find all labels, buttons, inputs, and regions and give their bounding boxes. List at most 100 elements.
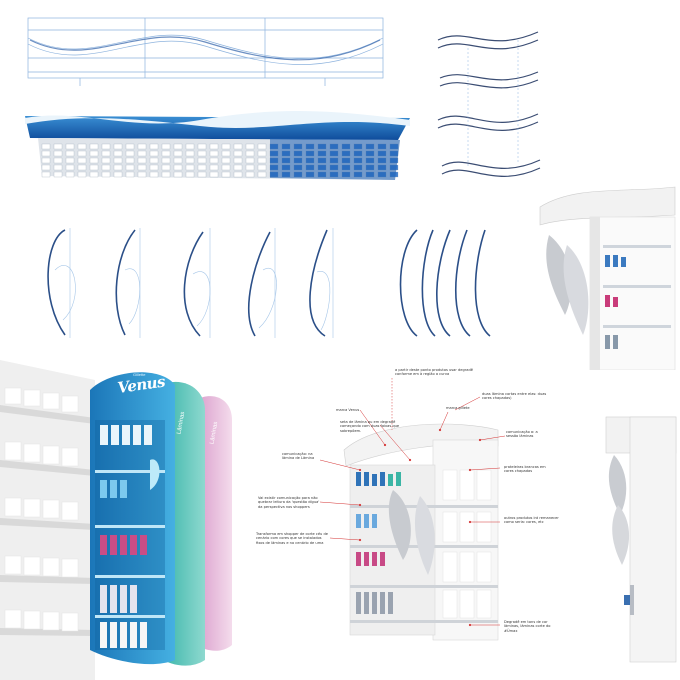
ceiling-grid-cell: [65, 150, 75, 157]
ceiling-grid-cell: [257, 150, 267, 157]
ceiling-grid-cell: [257, 164, 267, 171]
ceiling-grid-cell: [173, 143, 183, 150]
ceiling-grid-cell: [185, 143, 195, 150]
sketch-wave-stack: [428, 18, 548, 193]
ceiling-grid-cell: [209, 171, 219, 178]
ceiling-grid-cell: [245, 150, 255, 157]
ceiling-grid-cell: [113, 143, 123, 150]
ceiling-grid-cell: [149, 143, 159, 150]
ceiling-grid-cell: [53, 143, 63, 150]
ceiling-grid-cell: [137, 164, 147, 171]
ceiling-grid-cell: [125, 157, 135, 164]
annotation-blade-communication: comunicação: na lâmina de Lâmina: [282, 452, 315, 461]
ceiling-grid-cell: [77, 150, 87, 157]
ceiling-grid-cell: [101, 164, 111, 171]
ceiling-grid-cell: [245, 157, 255, 164]
ceiling-grid-cell: [257, 157, 267, 164]
ceiling-grid-cell: [41, 143, 51, 150]
ceiling-grid-cell: [41, 157, 51, 164]
ceiling-grid-cell: [209, 150, 219, 157]
sketch-top-elevation: [20, 10, 390, 105]
ceiling-grid-cell: [209, 157, 219, 164]
ceiling-grid-cell: [41, 171, 51, 178]
ceiling-grid-cell: [221, 157, 231, 164]
ceiling-grid-cell: [137, 171, 147, 178]
ceiling-grid-cell: [233, 150, 243, 157]
ceiling-grid-cell: [245, 143, 255, 150]
ceiling-grid-cell: [233, 164, 243, 171]
ceiling-grid-cell: [173, 164, 183, 171]
annotation-section-communication: comunicação a: a sessão lâminas: [506, 430, 538, 439]
ceiling-grid-cell: [209, 143, 219, 150]
ceiling-grid-cell: [233, 171, 243, 178]
ceiling-grid-cell: [77, 171, 87, 178]
ceiling-grid-cell: [89, 157, 99, 164]
ceiling-grid-cell: [41, 150, 51, 157]
ceiling-grid-cell: [53, 150, 63, 157]
ceiling-grid-cell: [185, 150, 195, 157]
ceiling-grid-cell: [89, 150, 99, 157]
ceiling-grid-cell: [161, 143, 171, 150]
annotation-gillette-brand: marca gillete: [446, 406, 470, 410]
ceiling-grid-cell: [185, 157, 195, 164]
ceiling-grid-cell: [137, 143, 147, 150]
ceiling-grid-cell: [53, 164, 63, 171]
ceiling-grid-cell: [53, 157, 63, 164]
ceiling-grid-cell: [89, 171, 99, 178]
ceiling-grid-cell: [185, 171, 195, 178]
ceiling-grid-cell: [197, 164, 207, 171]
ceiling-grid-cell: [209, 164, 219, 171]
ceiling-grid-cell: [77, 157, 87, 164]
annotation-gradient-start: a partir deste ponto produtos usar degra…: [395, 368, 473, 377]
ceiling-grid-cell: [197, 150, 207, 157]
ceiling-grid-cell: [149, 171, 159, 178]
ceiling-grid-cell: [245, 164, 255, 171]
annotation-other-products: outros produtos irá remanecer como seria…: [504, 516, 559, 525]
ceiling-grid-cell: [65, 164, 75, 171]
ceiling-grid-cell: [125, 143, 135, 150]
ceiling-grid-cell: [173, 171, 183, 178]
ceiling-grid-cell: [137, 157, 147, 164]
ceiling-grid-cell: [89, 143, 99, 150]
ceiling-grid-cell: [125, 171, 135, 178]
ceiling-grid-cell: [113, 171, 123, 178]
ceiling-grid-cell: [173, 157, 183, 164]
ceiling-grid-cell: [113, 164, 123, 171]
annotation-venus-brand: marca Venus: [336, 408, 360, 412]
render-annotated-gondola: [338, 410, 508, 650]
ceiling-grid-cell: [149, 157, 159, 164]
ceiling-grid-cell: [161, 157, 171, 164]
ceiling-grid-cell: [257, 171, 267, 178]
ceiling-grid-cell: [161, 171, 171, 178]
render-venus-aisle: [0, 360, 245, 680]
ceiling-grid-cell: [221, 171, 231, 178]
ceiling-grid-cell: [245, 171, 255, 178]
annotation-perspective-note: Vai existir comunicação para não quebrar…: [258, 496, 320, 509]
render-gondola-side-profile: [596, 415, 680, 665]
ceiling-grid-cell: [197, 171, 207, 178]
annotation-two-blades: duas lâmina cortas entre elas: duas core…: [482, 392, 547, 401]
render-gondola-side-right: [535, 185, 680, 370]
ceiling-grid-cell: [233, 157, 243, 164]
ceiling-grid-cell: [185, 164, 195, 171]
ceiling-grid-cell: [125, 164, 135, 171]
ceiling-grid-cell: [149, 150, 159, 157]
sketch-blade-profiles: [25, 210, 505, 350]
ceiling-grid-cell: [41, 164, 51, 171]
logo-sub-text: Gillette: [133, 372, 146, 377]
ceiling-grid-cell: [101, 143, 111, 150]
ceiling-grid-cell: [221, 143, 231, 150]
ceiling-grid-cell: [89, 164, 99, 171]
ceiling-grid-cell: [125, 150, 135, 157]
render-ceiling-module: [20, 110, 415, 190]
ceiling-grid-cell: [101, 150, 111, 157]
ceiling-grid-cell: [233, 143, 243, 150]
ceiling-grid-cell: [65, 157, 75, 164]
ceiling-grid-cell: [173, 150, 183, 157]
ceiling-grid-cell: [161, 150, 171, 157]
ceiling-grid-cell: [65, 171, 75, 178]
ceiling-grid-cell: [161, 164, 171, 171]
ceiling-grid-cell: [149, 164, 159, 171]
annotation-gradient-tones: Degradê em tons de cor lâminas, lâminas …: [504, 620, 551, 633]
